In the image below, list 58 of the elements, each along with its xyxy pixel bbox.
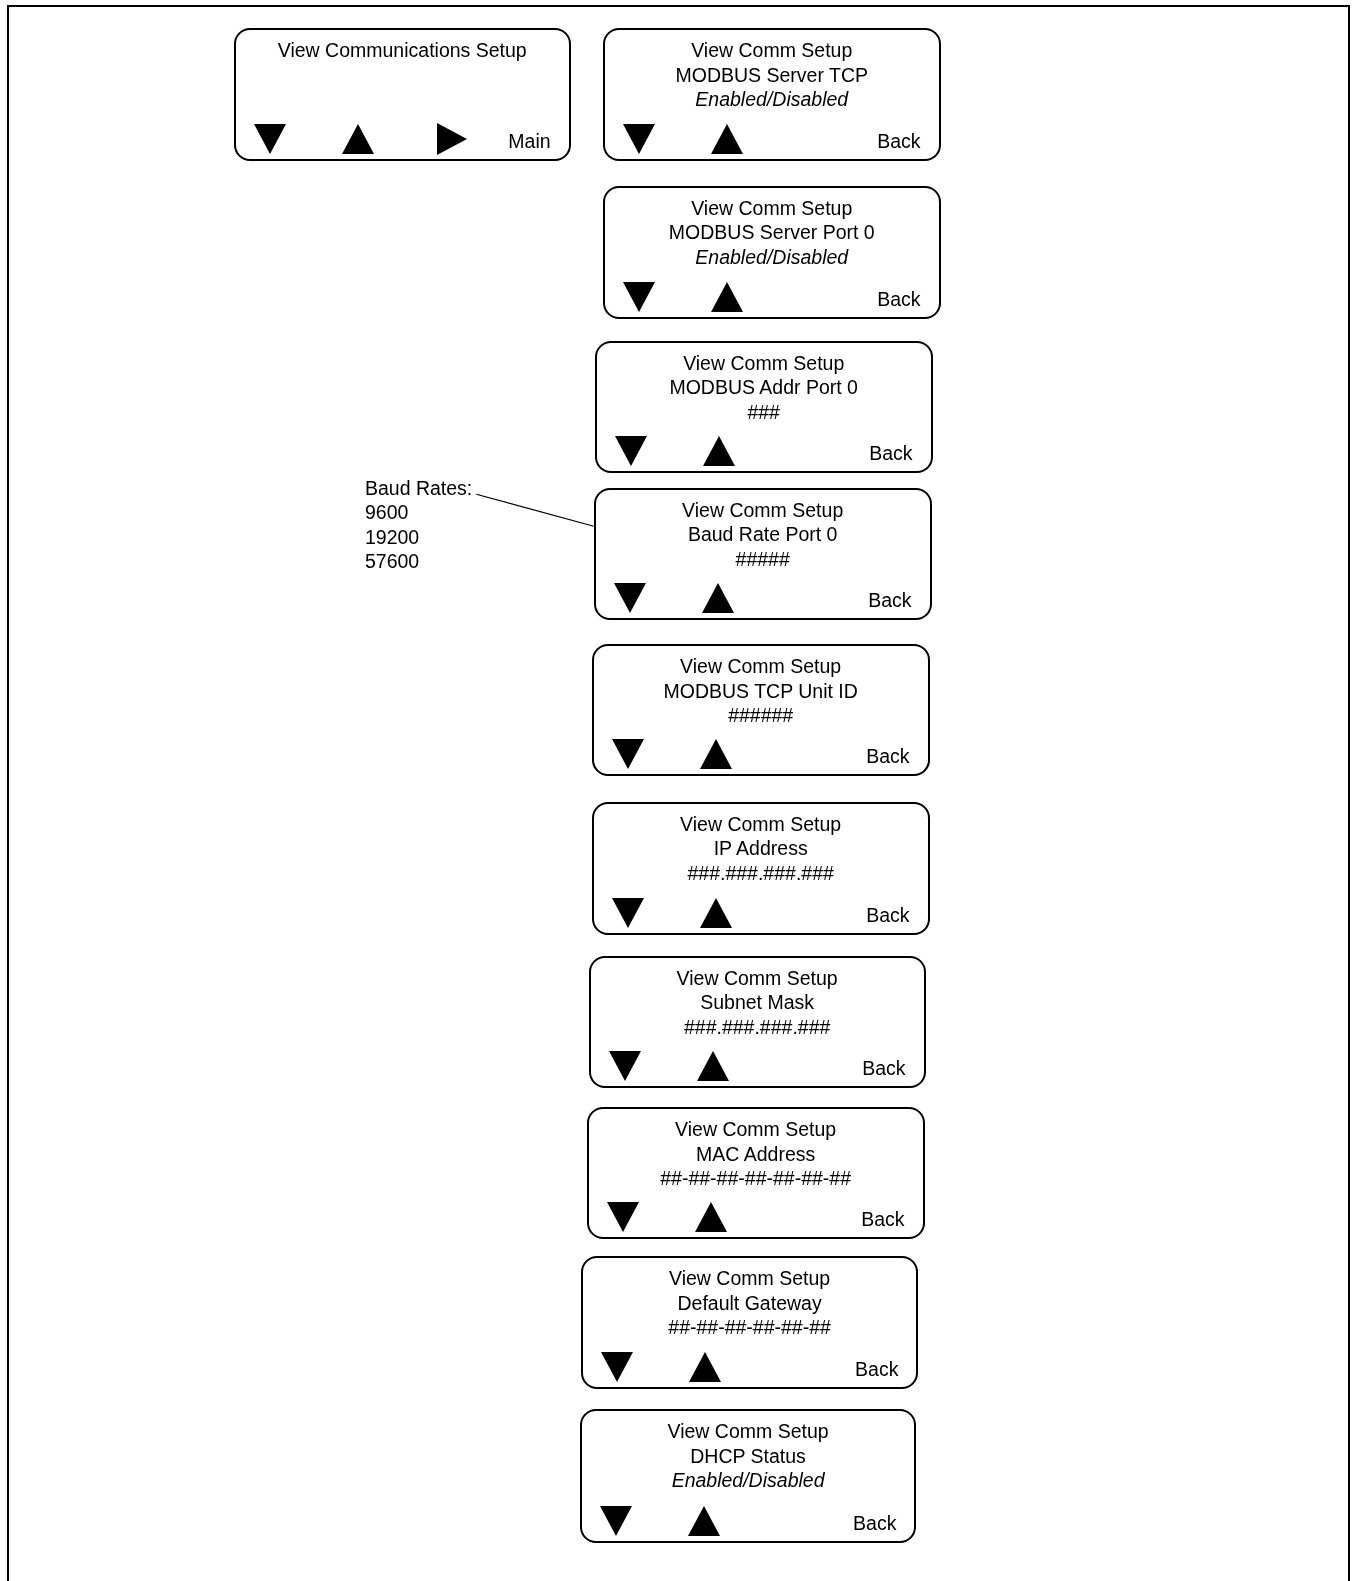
screen-text: DHCP Status bbox=[690, 1443, 806, 1469]
display-screen bbox=[591, 644, 930, 777]
screen-text: Baud Rate Port 0 bbox=[687, 522, 838, 547]
screen-text: MODBUS TCP Unit ID bbox=[663, 678, 858, 704]
softkey-label: Back bbox=[868, 588, 912, 612]
screen-text: View Comm Setup bbox=[691, 38, 853, 63]
softkey-label: Back bbox=[862, 1055, 906, 1080]
screen-text: View Comm Setup bbox=[691, 195, 853, 220]
softkey-label: Main bbox=[508, 129, 551, 154]
display-screen bbox=[593, 487, 932, 620]
screen-text: ##### bbox=[735, 546, 790, 572]
display-screen bbox=[586, 1107, 925, 1240]
display-screen bbox=[580, 1256, 919, 1390]
screen-text: ###.###.###.### bbox=[683, 1014, 831, 1040]
screen-text: ###.###.###.### bbox=[687, 860, 834, 885]
softkey-label: Back bbox=[861, 1207, 905, 1232]
screen-text: View Comm Setup bbox=[682, 497, 844, 523]
softkey-label: Back bbox=[877, 129, 921, 154]
display-screen bbox=[594, 340, 933, 473]
screen-text: Enabled/Disabled bbox=[695, 244, 849, 269]
softkey-label: Back bbox=[855, 1357, 899, 1382]
note-text: 19200 bbox=[364, 524, 420, 550]
screen-text: MODBUS Server Port 0 bbox=[668, 220, 875, 245]
softkey-label: Back bbox=[877, 286, 921, 311]
note-text: Baud Rates: bbox=[364, 475, 473, 501]
screen-text: View Comm Setup bbox=[675, 1117, 837, 1142]
leader-line bbox=[475, 493, 595, 527]
display-screen bbox=[588, 955, 926, 1088]
screen-text: View Comm Setup bbox=[680, 811, 842, 836]
screen-text: ### bbox=[747, 399, 780, 425]
screen-text: MAC Address bbox=[696, 1141, 816, 1166]
softkey-label: Back bbox=[869, 440, 913, 465]
softkey-label: Back bbox=[853, 1510, 897, 1535]
screen-text: MODBUS Server TCP bbox=[675, 62, 868, 88]
display-screen bbox=[602, 185, 941, 319]
screen-text: Subnet Mask bbox=[700, 990, 815, 1015]
screen-text: IP Address bbox=[713, 836, 808, 861]
screen-text: View Comm Setup bbox=[667, 1419, 829, 1444]
softkey-label: Back bbox=[866, 744, 910, 769]
display-screen bbox=[579, 1409, 917, 1543]
display-screen bbox=[602, 28, 941, 162]
screen-text: View Comm Setup bbox=[683, 350, 845, 376]
screen-text: ##-##-##-##-##-## bbox=[668, 1315, 831, 1340]
screen-text: Enabled/Disabled bbox=[671, 1468, 825, 1493]
note-text: 9600 bbox=[364, 500, 409, 525]
display-screen bbox=[591, 801, 930, 935]
screen-text: Default Gateway bbox=[677, 1290, 822, 1316]
screen-text: Enabled/Disabled bbox=[695, 87, 849, 112]
screen-text: View Comm Setup bbox=[680, 654, 842, 679]
softkey-label: Back bbox=[866, 902, 910, 927]
display-screen bbox=[233, 28, 571, 162]
note-text: 57600 bbox=[364, 549, 420, 574]
screen-text: View Comm Setup bbox=[676, 965, 838, 991]
screen-text: View Comm Setup bbox=[669, 1266, 831, 1291]
screen-text: MODBUS Addr Port 0 bbox=[669, 375, 858, 400]
screen-text: ##-##-##-##-##-##-## bbox=[660, 1166, 852, 1191]
screen-text: ###### bbox=[728, 703, 794, 728]
screen-text: View Communications Setup bbox=[277, 38, 527, 63]
